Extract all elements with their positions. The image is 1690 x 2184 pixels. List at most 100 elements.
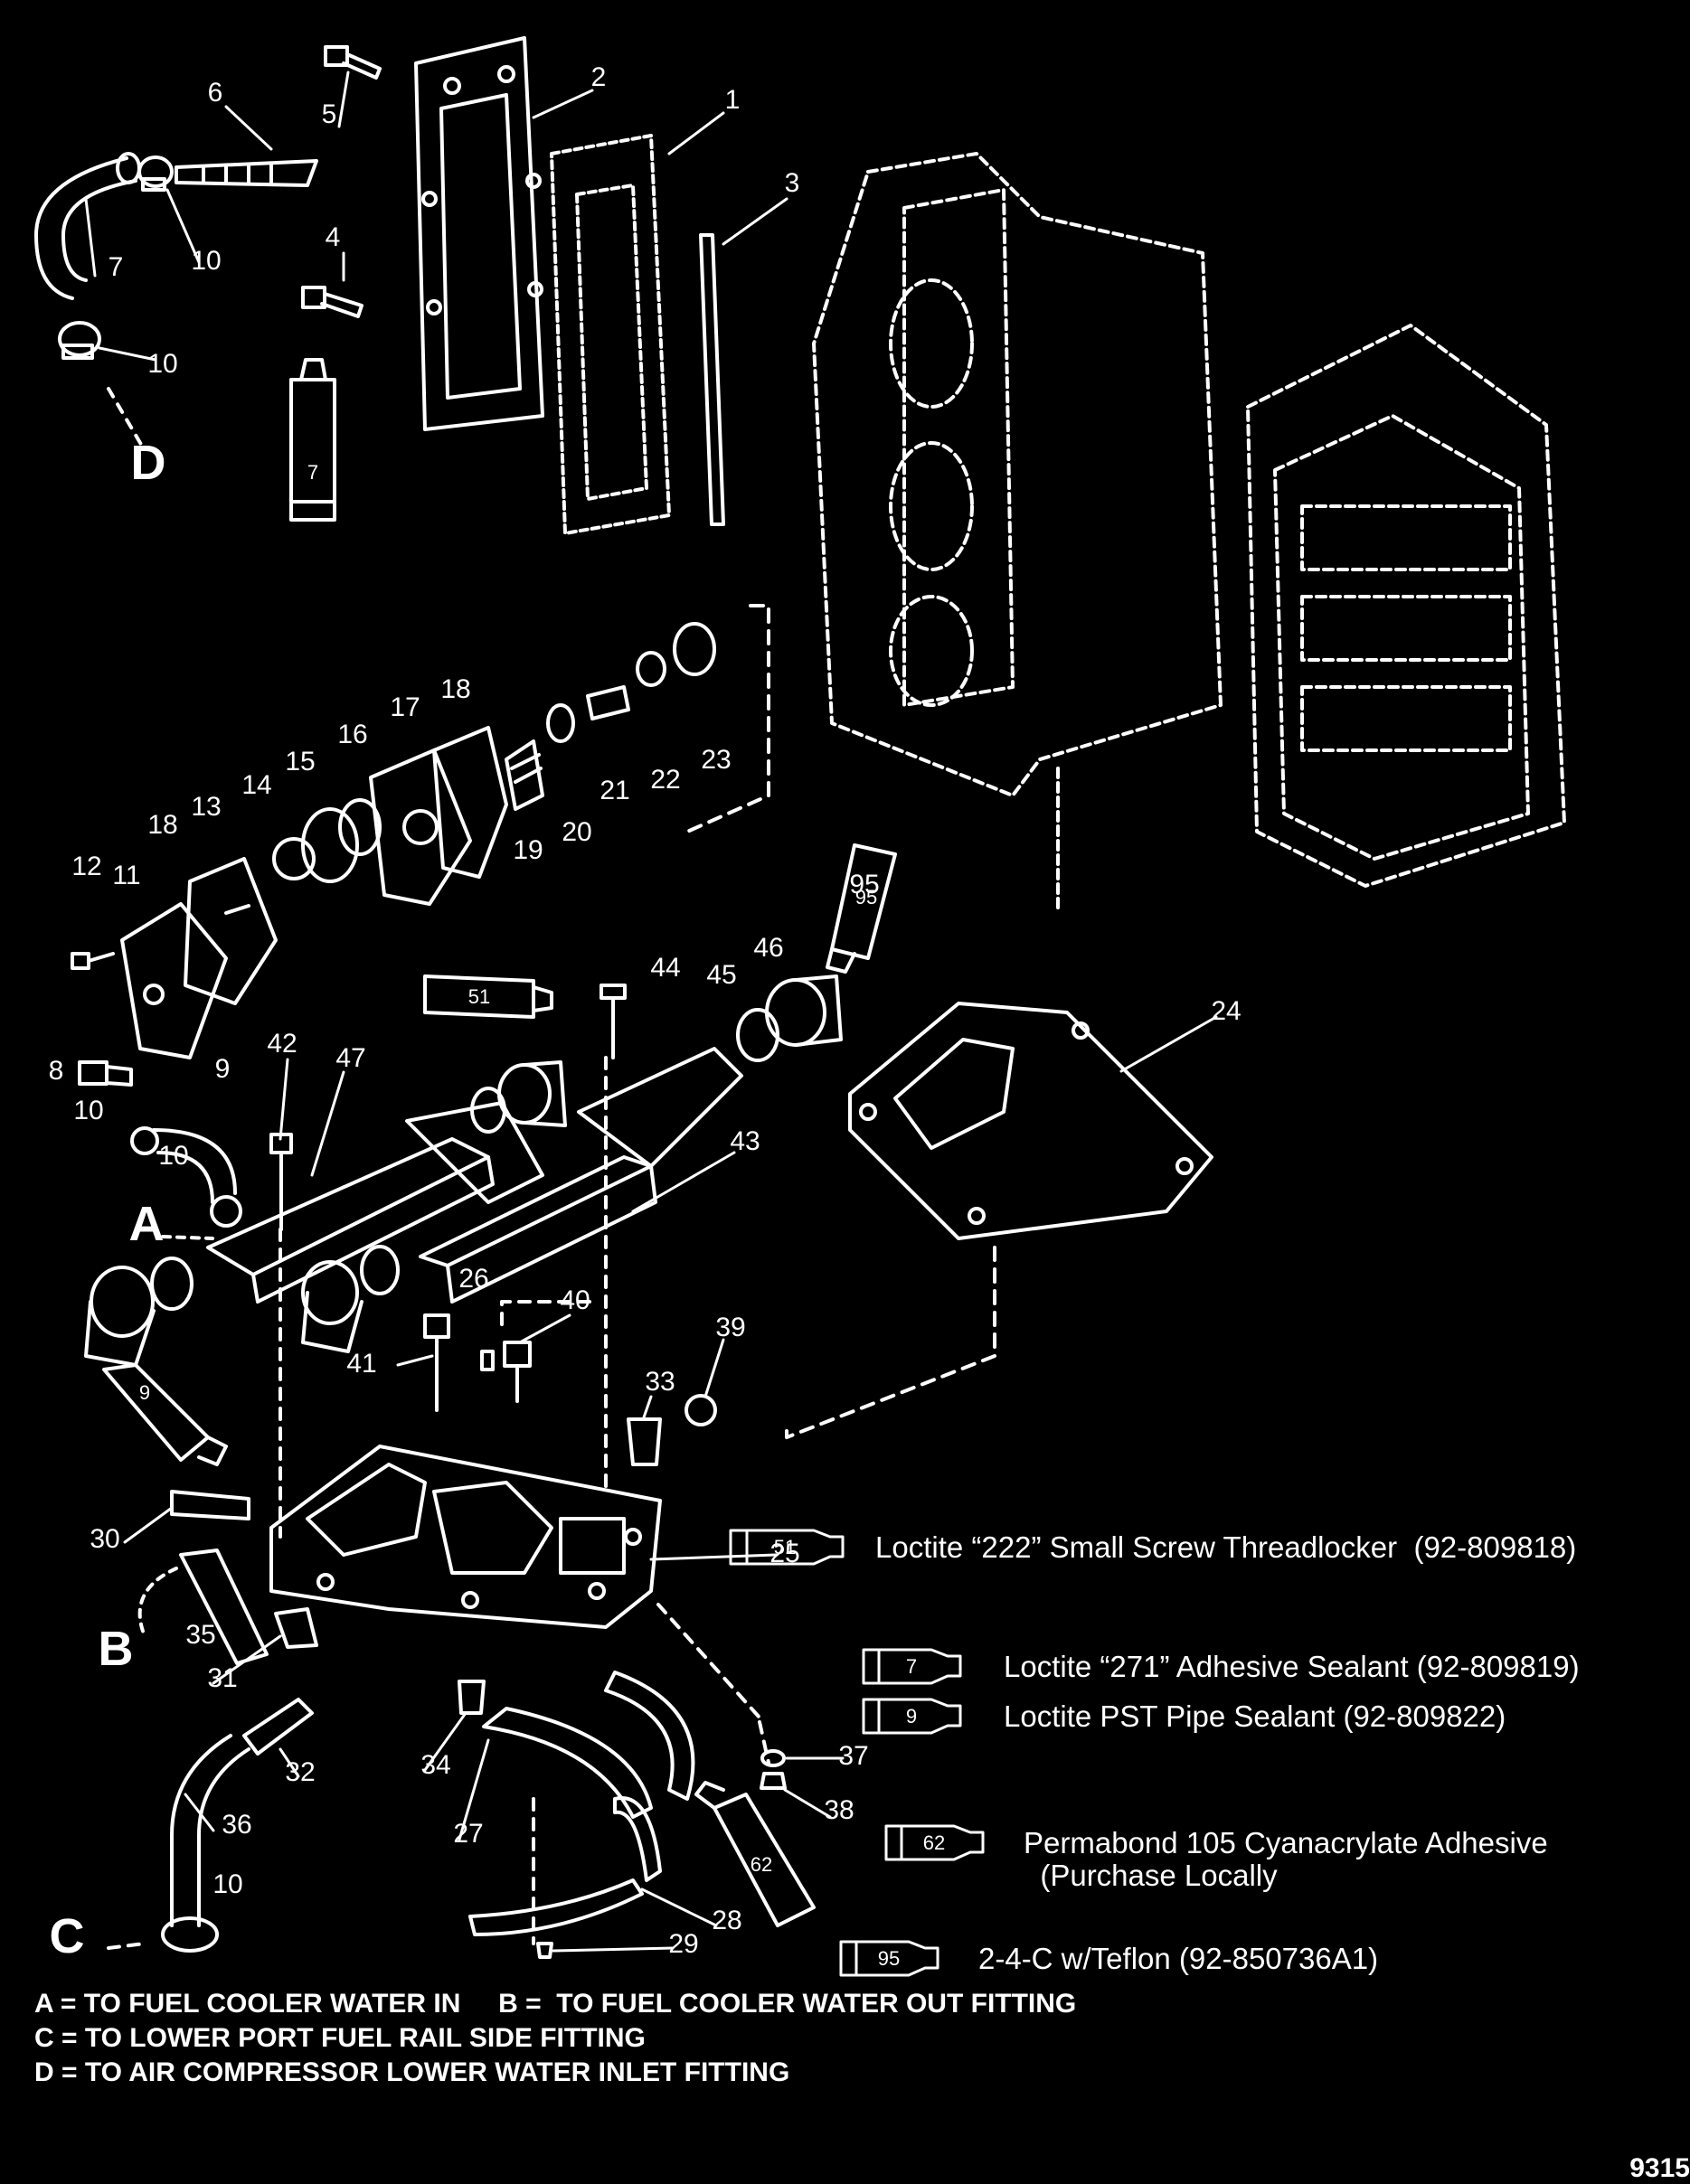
- bolt-40: [503, 1341, 532, 1403]
- footnote-d: D = TO AIR COMPRESSOR LOWER WATER INLET …: [34, 2057, 790, 2087]
- clamp-10-top: [137, 155, 174, 192]
- callout-22: 22: [650, 765, 680, 795]
- hose-7-top: [34, 152, 141, 300]
- callout-26: 26: [458, 1264, 488, 1294]
- seal-strip-3: [699, 233, 725, 526]
- callout-47: 47: [335, 1043, 365, 1073]
- legend-code-7: 7: [905, 1655, 918, 1678]
- fitting-21: [586, 685, 630, 720]
- callout-19: 19: [513, 835, 543, 865]
- pin-26: [480, 1350, 495, 1371]
- legend-code-62: 62: [922, 1831, 946, 1854]
- callout-46: 46: [753, 933, 783, 963]
- leader-d: [107, 387, 145, 449]
- callout-33: 33: [645, 1367, 675, 1397]
- bolt-4: [301, 286, 363, 318]
- elbow-31: [274, 1607, 318, 1649]
- washer-45: [736, 1008, 779, 1062]
- callout-37: 37: [838, 1741, 868, 1771]
- tube-label-9: 9: [138, 1381, 151, 1404]
- callout-35: 35: [185, 1620, 215, 1650]
- callout-7: 7: [109, 252, 124, 282]
- fitting-8: [78, 1060, 133, 1087]
- legend-text-51: Loctite “222” Small Screw Threadlocker (…: [875, 1530, 1577, 1564]
- leader-block: [685, 604, 770, 833]
- disc-16: [338, 798, 382, 856]
- oring-22: [636, 651, 666, 687]
- callout-30: 30: [90, 1524, 119, 1554]
- connection-letter-b: B: [99, 1622, 134, 1676]
- nut-38: [760, 1772, 787, 1790]
- callout-29: 29: [668, 1929, 698, 1959]
- diaphragm-15: [301, 807, 359, 883]
- seal-28: [468, 1796, 662, 1936]
- callout-15: 15: [285, 747, 315, 777]
- callout-leaders: [84, 71, 1218, 1953]
- bushing-lower-mid: [301, 1260, 363, 1353]
- legend-code-51: 51: [773, 1536, 797, 1558]
- sealant-tube-62-parts: [694, 1781, 816, 1927]
- footnote-a-b: A = TO FUEL COOLER WATER IN B = TO FUEL …: [34, 1989, 1077, 2019]
- plug-34: [458, 1680, 486, 1715]
- figure-number: 9315: [1629, 2153, 1690, 2183]
- callout-43: 43: [730, 1126, 760, 1156]
- pump-cover-11: [120, 902, 228, 1059]
- callout-13: 13: [191, 792, 221, 822]
- bolt-44: [600, 984, 627, 1059]
- legend-text-7: Loctite “271” Adhesive Sealant (92-80981…: [1004, 1650, 1580, 1683]
- callout-42: 42: [267, 1029, 297, 1059]
- screw-12: [71, 952, 115, 970]
- tube-label-95: 95: [854, 886, 878, 908]
- bushing-lower-left: [84, 1266, 156, 1367]
- bolt-42: [269, 1133, 293, 1231]
- callout-34: 34: [420, 1750, 450, 1780]
- callout-5: 5: [322, 99, 337, 129]
- callout-4: 4: [326, 222, 341, 252]
- leader-a: [161, 1235, 214, 1240]
- callout-10: 10: [191, 246, 221, 276]
- callout-25: 25: [769, 1539, 799, 1568]
- callout-11: 11: [112, 861, 140, 890]
- callout-10: 10: [147, 349, 177, 379]
- washer-37: [760, 1749, 786, 1767]
- callout-6: 6: [208, 78, 223, 108]
- callout-18: 18: [440, 674, 470, 704]
- clamp-10-lower: [58, 321, 101, 360]
- callout-45: 45: [706, 960, 736, 990]
- screw-29: [536, 1942, 553, 1959]
- callout-10: 10: [73, 1096, 103, 1125]
- callout-1: 1: [725, 85, 741, 115]
- leader-plate24: [785, 1246, 996, 1439]
- callout-20: 20: [562, 817, 591, 847]
- callout-18: 18: [147, 810, 177, 840]
- hose-36: [170, 1734, 250, 1927]
- fitting-30: [170, 1490, 250, 1520]
- bolt-41: [423, 1313, 450, 1412]
- callout-21: 21: [600, 776, 629, 805]
- washer-lower-mid: [360, 1245, 400, 1295]
- legend-text-95: 2-4-C w/Teflon (92-850736A1): [978, 1942, 1379, 1975]
- callout-27: 27: [453, 1819, 483, 1849]
- callout-38: 38: [824, 1795, 854, 1825]
- sealant-tube-7-parts: [289, 358, 336, 522]
- tube-label-7: 7: [307, 461, 319, 484]
- callout-36: 36: [222, 1810, 251, 1840]
- bushing-upper-mid: [497, 1060, 567, 1127]
- clamp-10-hose9b: [210, 1195, 242, 1228]
- callout-8: 8: [49, 1056, 64, 1086]
- callout-95: 95: [849, 870, 879, 899]
- fitting-32: [242, 1698, 314, 1756]
- callout-10: 10: [158, 1141, 188, 1171]
- washer-upper-mid: [470, 1087, 506, 1134]
- connection-letter-a: A: [129, 1197, 165, 1251]
- callout-32: 32: [285, 1757, 315, 1787]
- connection-letter-d: D: [131, 436, 166, 490]
- cylinder-block: [1246, 324, 1566, 888]
- gasket-18b: [432, 726, 508, 879]
- callout-31: 31: [207, 1663, 237, 1693]
- valve-14: [272, 837, 316, 880]
- tube-label-62: 62: [750, 1853, 773, 1876]
- callout-17: 17: [390, 692, 420, 722]
